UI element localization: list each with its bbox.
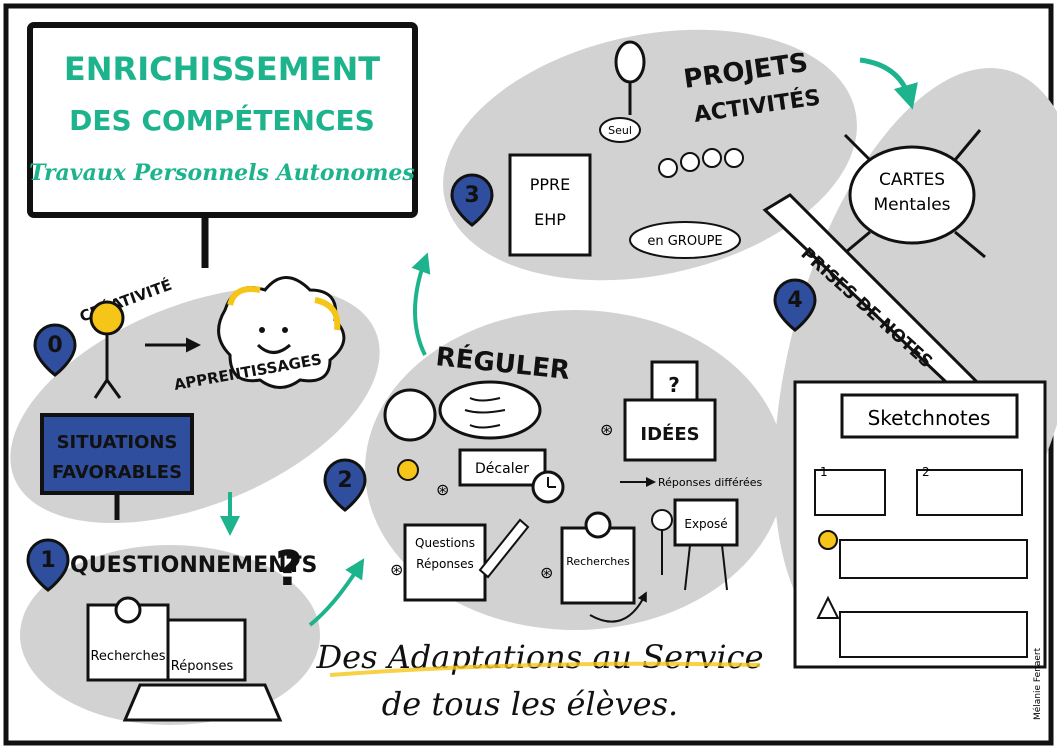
decaler-label: Décaler (475, 461, 529, 477)
step2-marker: 2 (323, 458, 367, 512)
step3-number: 3 (464, 183, 479, 208)
reponses-label: Réponses (416, 557, 474, 571)
cloud-brain-icon (217, 276, 346, 389)
step0-number: 0 (47, 333, 62, 358)
blob-step0 (10, 286, 380, 524)
sketchnotes-sheet: Sketchnotes 1 2 (793, 380, 1047, 669)
sketchnotes-label: Sketchnotes (868, 406, 991, 430)
bullet-star-1: ⊛ (600, 420, 613, 439)
footer-line2: de tous les élèves. (382, 685, 678, 723)
group-figures: en GROUPE (629, 148, 744, 259)
seul-label: Seul (608, 124, 632, 137)
clock-icon (531, 470, 565, 504)
step3-marker: 3 (450, 173, 494, 227)
ballot-qmark: ? (668, 373, 680, 397)
bullet-star-3: ⊛ (390, 560, 403, 579)
bullet-star-4: ⊛ (540, 563, 553, 582)
footer-underline (329, 661, 761, 677)
book-icon: Recherches (86, 596, 170, 682)
title-signboard: ENRICHISSEMENT DES COMPÉTENCES Travaux P… (27, 22, 418, 268)
situations-line1: SITUATIONS (57, 432, 178, 453)
step1-marker: 1 (26, 538, 70, 592)
pencil-small-icon (478, 518, 530, 579)
idees-label: IDÉES (640, 423, 699, 445)
step1-qmark: ? (275, 541, 303, 597)
box2-label: 2 (922, 465, 930, 479)
arrow-3-to-4 (859, 57, 918, 110)
arrow-1-to-2 (308, 558, 365, 627)
title-line1: ENRICHISSEMENT (64, 50, 380, 88)
screen-label: Réponses (171, 659, 234, 674)
ballot-box-icon: ? IDÉES (623, 360, 717, 462)
decaler-card: Décaler (458, 448, 547, 487)
step1-title: QUESTIONNEMENTS (70, 553, 317, 578)
situations-line2: FAVORABLES (52, 462, 182, 483)
reponses-differees-label: Réponses différées (658, 476, 763, 489)
solo-figure: Seul (599, 40, 646, 143)
step1-number: 1 (40, 548, 55, 573)
book-label: Recherches (90, 649, 165, 664)
recherches-label: Recherches (566, 555, 630, 568)
bullet-star-2: ⊛ (436, 480, 449, 499)
doc-line2: EHP (534, 210, 566, 229)
groupe-label: en GROUPE (647, 234, 722, 249)
box1-label: 1 (820, 465, 828, 479)
document-stack-icon: PPRE EHP (508, 153, 592, 257)
notebook-icon: Questions Réponses (403, 523, 487, 602)
doc-line1: PPRE (530, 175, 571, 194)
step0-marker: 0 (33, 323, 77, 377)
easel-icon: Exposé (651, 498, 739, 591)
speech-bubble-icon (438, 380, 542, 440)
title-line3: Travaux Personnels Autonomes (29, 160, 415, 186)
situations-sign: SITUATIONS FAVORABLES (40, 413, 194, 520)
arrow-2-to-3 (411, 252, 431, 356)
cartes-line2: Mentales (873, 195, 950, 215)
step2-number: 2 (337, 468, 352, 493)
warning-icon (816, 595, 840, 619)
title-line2: DES COMPÉTENCES (69, 103, 375, 137)
lightbulb-icon (89, 300, 125, 399)
cartes-line1: CARTES (879, 170, 945, 190)
thinker-figure (383, 388, 437, 481)
expose-label: Exposé (684, 517, 727, 531)
laptop-icon: Réponses (122, 618, 283, 722)
sketch-bulb-icon (818, 530, 838, 550)
reading-book-icon: Recherches (560, 511, 636, 605)
recherches-to-expose-arrow (589, 591, 647, 623)
step4-marker: 4 (773, 278, 817, 332)
signature: Mélanie Fenaert (1032, 647, 1043, 720)
step4-number: 4 (787, 288, 802, 313)
questions-label: Questions (415, 536, 475, 550)
cartes-mentales-node: CARTES Mentales (839, 129, 986, 259)
